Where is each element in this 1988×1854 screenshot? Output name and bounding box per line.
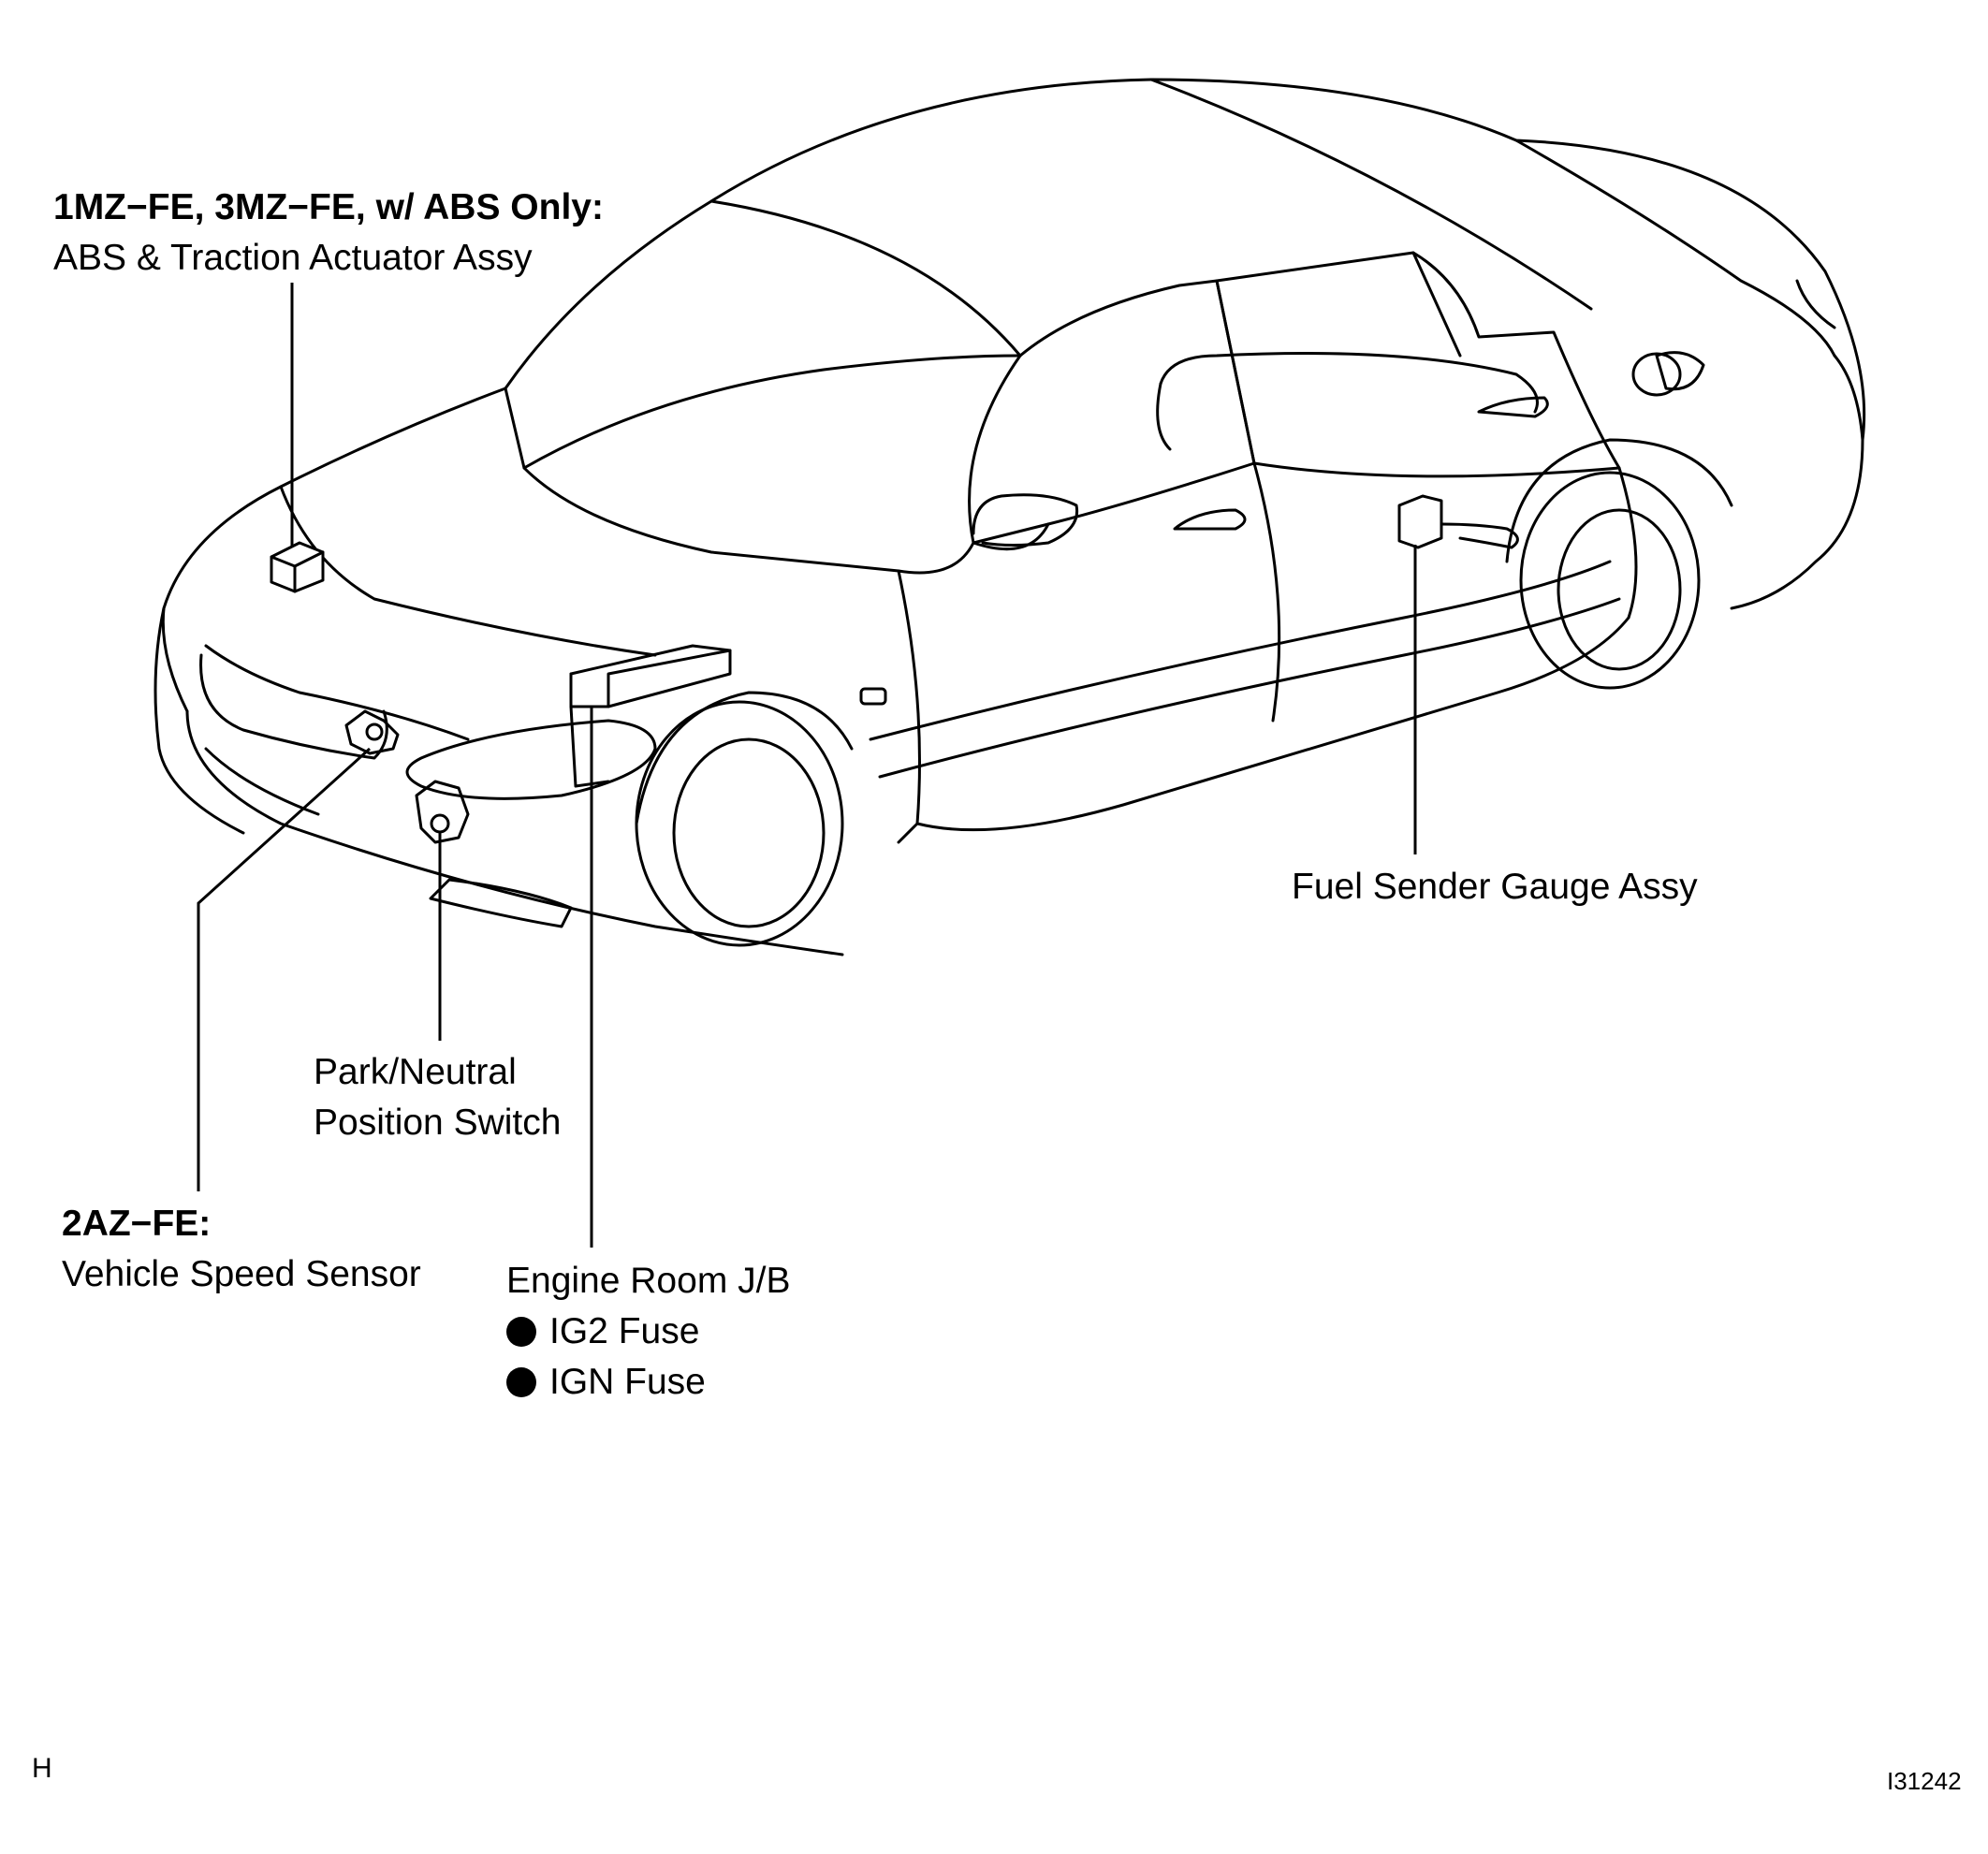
jb-fuse-ign: IGN Fuse [506, 1357, 791, 1408]
jb-name: Engine Room J/B [506, 1261, 791, 1301]
headlight [405, 719, 657, 800]
pnp-line2: Position Switch [314, 1102, 562, 1143]
fuse-label: IG2 Fuse [549, 1311, 700, 1351]
abs-heading: 1MZ−FE, 3MZ−FE, w/ ABS Only: [53, 187, 604, 227]
pnp-callout: Park/Neutral Position Switch [314, 1047, 561, 1148]
vss-callout: 2AZ−FE: Vehicle Speed Sensor [62, 1199, 421, 1300]
front-wheel [635, 700, 844, 947]
grille [199, 653, 388, 760]
abs-actuator-box [270, 541, 325, 593]
pnp-line1: Park/Neutral [314, 1052, 517, 1092]
bullet-dot [506, 1367, 536, 1397]
pnp-switch [415, 780, 470, 844]
speed-sensor [344, 709, 400, 755]
corner-left-code: H [32, 1753, 52, 1784]
fuel-callout: Fuel Sender Gauge Assy [1292, 862, 1698, 912]
rear-end [1730, 354, 1864, 610]
front-door-window [968, 279, 1256, 545]
vss-name: Vehicle Speed Sensor [62, 1254, 421, 1294]
bullet-dot [506, 1317, 536, 1347]
abs-callout: 1MZ−FE, 3MZ−FE, w/ ABS Only: ABS & Tract… [53, 182, 604, 284]
rear-door-window [1215, 251, 1621, 478]
jb-fuse-ig2: IG2 Fuse [506, 1307, 791, 1357]
leader-vss [197, 747, 372, 1191]
jb-callout: Engine Room J/B IG2 Fuse IGN Fuse [506, 1256, 791, 1408]
fuse-label: IGN Fuse [549, 1362, 706, 1402]
fuel-sender-box [1397, 494, 1443, 549]
roof-outline [504, 78, 1866, 442]
figure-id: I31242 [1887, 1767, 1962, 1795]
rear-wheel [1519, 471, 1701, 690]
body-side [897, 541, 1630, 832]
vss-heading: 2AZ−FE: [62, 1204, 212, 1244]
abs-name: ABS & Traction Actuator Assy [53, 238, 533, 278]
side-mirror [972, 493, 1079, 547]
fuel-name: Fuel Sender Gauge Assy [1292, 867, 1698, 907]
hood-outline [161, 387, 507, 713]
